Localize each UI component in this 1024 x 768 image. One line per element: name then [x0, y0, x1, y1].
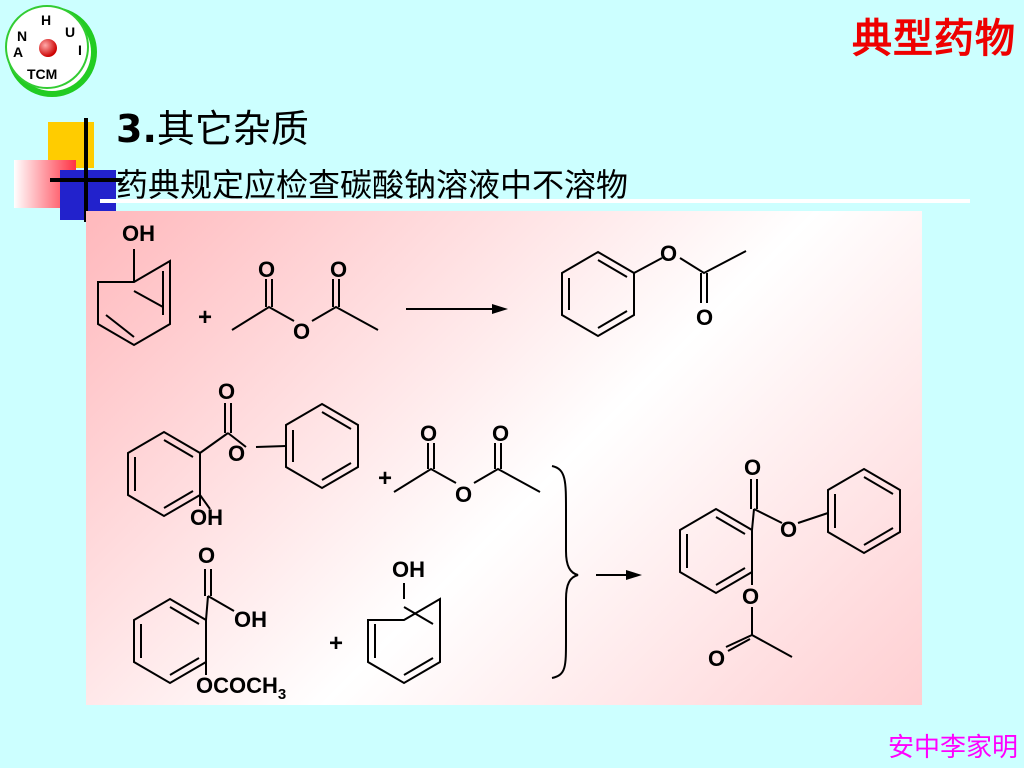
anhydride2-o-bridge: O [455, 482, 472, 507]
plus-sign-3: + [329, 630, 343, 657]
product-o-acetyl-carbonyl: O [708, 646, 725, 671]
logo-letter-a: A [13, 44, 23, 60]
aspirin-o-carbonyl: O [198, 543, 215, 568]
divider-line [100, 199, 970, 203]
aspirin-ococh3-label: OCOCH3 [196, 673, 286, 703]
acetic-anhydride-1: O O O [231, 257, 379, 344]
product-o-acetoxy: O [742, 584, 759, 609]
aspirin-structure: O OH OCOCH3 [133, 543, 286, 703]
phenol-structure: OH [97, 221, 171, 347]
logo-emblem: N H U A I TCM [5, 5, 97, 97]
anhydride1-o-right: O [330, 257, 347, 282]
reaction-arrow-1 [406, 304, 508, 314]
salicylate-oh-label: OH [190, 505, 223, 530]
salicylate-o-ester: O [228, 441, 245, 466]
author-name: 安中李家明 [887, 733, 1018, 763]
phenol-oh-label: OH [122, 221, 155, 246]
logo-letter-u: U [65, 24, 75, 40]
anhydride1-o-left: O [258, 257, 275, 282]
section-subheading: 药典规定应检查碳酸钠溶液中不溶物 [116, 166, 629, 204]
grouping-brace [551, 465, 579, 679]
phenyl-salicylate-structure: O O OH [127, 379, 359, 530]
logo-letter-i: I [78, 42, 82, 58]
phenol2-oh-label: OH [392, 557, 425, 582]
acetic-anhydride-2: O O O [393, 421, 541, 507]
product-o-ester: O [780, 517, 797, 542]
section-heading: 3.其它杂质 [116, 98, 309, 153]
logo-letter-h: H [41, 12, 51, 28]
logo-ball-icon [39, 39, 57, 57]
corner-title: 典型药物 [852, 15, 1016, 62]
phenol-structure-2: OH [367, 557, 441, 685]
anhydride1-o-bridge: O [293, 319, 310, 344]
reaction-arrow-2 [596, 570, 642, 580]
phenyl-acetate-o-carbonyl: O [696, 305, 713, 330]
logo-letter-tcm: TCM [27, 66, 57, 82]
section-number: 3. [116, 107, 157, 151]
logo-letter-n: N [17, 28, 27, 44]
plus-sign-2: + [378, 465, 392, 492]
salicylate-o-carbonyl: O [218, 379, 235, 404]
section-title: 其它杂质 [156, 107, 309, 151]
anhydride2-o-right: O [492, 421, 509, 446]
aspirin-oh-label: OH [234, 607, 267, 632]
product-o-carbonyl: O [744, 455, 761, 480]
phenyl-acetate-o-ether: O [660, 241, 677, 266]
plus-sign-1: + [198, 304, 212, 331]
anhydride2-o-left: O [420, 421, 437, 446]
phenyl-acetate-structure: O O [561, 241, 747, 338]
acetylsalicylate-phenyl-ester-structure: O O O O [679, 455, 901, 671]
reaction-panel: OH + O O O O [86, 211, 922, 705]
